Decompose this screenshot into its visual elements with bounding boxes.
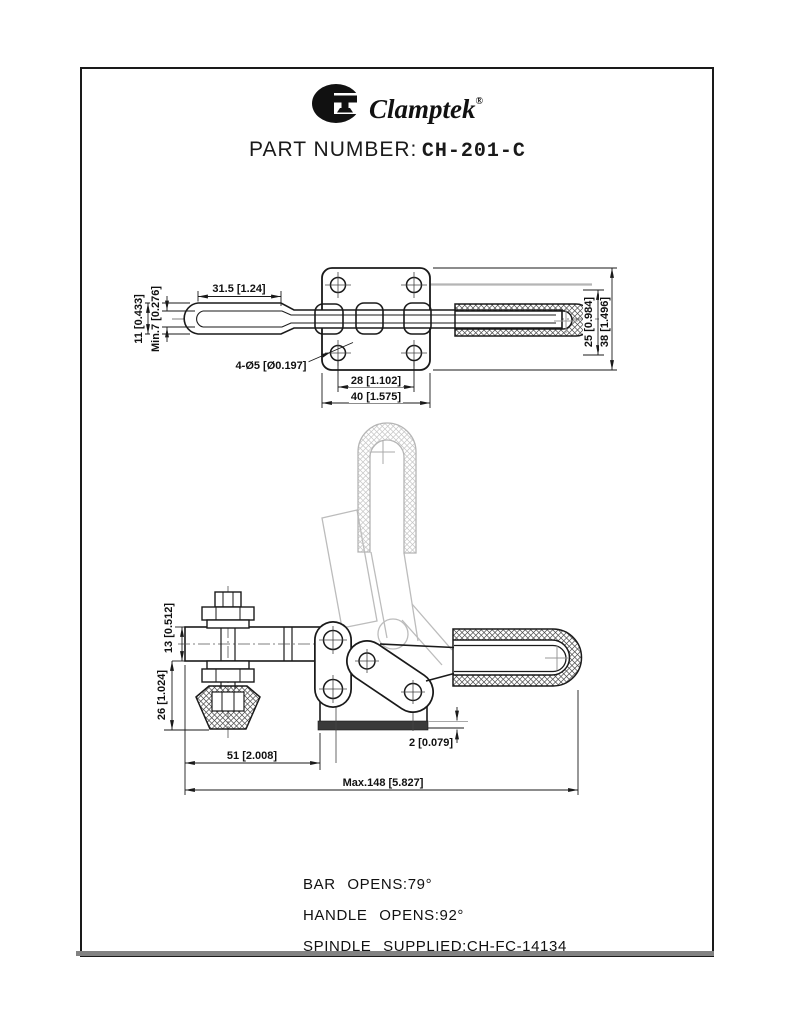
handle-grip-side <box>452 628 583 687</box>
clamptek-logo-icon <box>312 84 362 123</box>
sheet-border <box>80 67 714 957</box>
u-bar-slot <box>196 310 556 328</box>
brand-label: Clamptek <box>369 94 476 124</box>
dim-grip-height: 25 [0.984] <box>583 294 595 350</box>
dim-bar-width: 11 [0.433] <box>133 292 145 346</box>
note-bar-opens: BAR OPENS:79° <box>303 876 433 893</box>
dimension-lines <box>141 267 617 408</box>
notes-block: BAR OPENS:79° HANDLE OPENS:92° SPINDLE S… <box>303 869 567 962</box>
dim-bar-length: 51 [2.008] <box>224 750 280 762</box>
hinge-lug <box>355 302 384 335</box>
dim-slot-length: 31.5 [1.24] <box>210 283 268 295</box>
sheet-border-bottom-rule <box>76 951 714 956</box>
top-view <box>141 267 617 408</box>
phantom-open-position <box>321 422 453 669</box>
handle <box>379 643 455 682</box>
spindle-assembly <box>195 591 261 730</box>
side-view <box>164 422 583 795</box>
brand-name: Clamptek® <box>369 94 483 125</box>
phantom-grip <box>357 422 417 554</box>
grip-center-mark <box>554 309 578 333</box>
dim-slot-min-width: Min.7 [0.276] <box>150 283 162 355</box>
registered-mark: ® <box>475 96 483 107</box>
dimension-lines-side <box>164 626 579 795</box>
note-handle-opens: HANDLE OPENS:92° <box>303 907 464 924</box>
dim-spindle-length: 26 [1.024] <box>156 667 168 723</box>
dim-overall-length: Max.148 [5.827] <box>340 777 426 789</box>
grip-center-mark-side <box>545 646 569 670</box>
part-number-line: PART NUMBER: CH-201-C <box>249 138 526 163</box>
hinge-lug <box>403 302 432 335</box>
phantom-bar <box>321 509 378 629</box>
dim-hole-spacing: 28 [1.102] <box>348 375 404 387</box>
dim-flange-lip: 2 [0.079] <box>406 737 456 749</box>
hinge-lug <box>314 303 344 335</box>
dim-base-width: 40 [1.575] <box>348 391 404 403</box>
note-spindle-supplied: SPINDLE SUPPLIED:CH-FC-14134 <box>303 938 567 955</box>
part-number-label: PART NUMBER: <box>249 138 418 161</box>
dim-base-height: 38 [1.496] <box>599 294 611 350</box>
part-number-value: CH-201-C <box>421 140 526 163</box>
dim-mounting-holes: 4-Ø5 [Ø0.197] <box>233 360 309 372</box>
pivot-centerlines <box>319 626 425 704</box>
dim-bar-thickness: 13 [0.512] <box>163 600 175 656</box>
